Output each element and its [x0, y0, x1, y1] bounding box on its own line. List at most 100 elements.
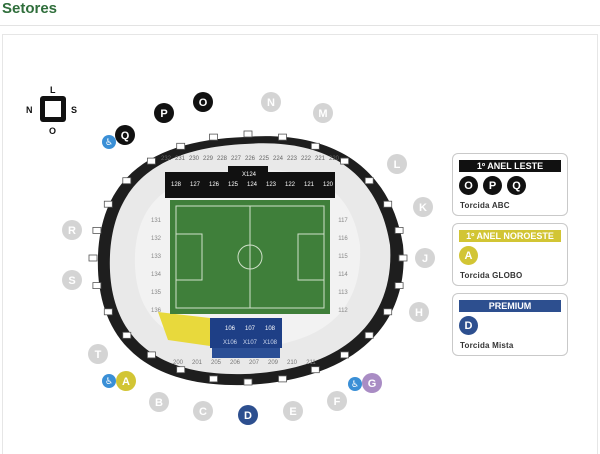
- section-label[interactable]: 121: [304, 182, 315, 188]
- section-label[interactable]: 225: [259, 156, 270, 162]
- gate-r-label: R: [68, 225, 76, 237]
- left-penalty-box: [175, 233, 203, 281]
- section-label[interactable]: 201: [192, 360, 203, 366]
- gate-p[interactable]: P: [154, 103, 174, 123]
- section-label[interactable]: 207: [249, 360, 260, 366]
- gate-d[interactable]: D: [238, 405, 258, 425]
- section-label[interactable]: 223: [287, 156, 298, 162]
- section-label[interactable]: 116: [338, 236, 348, 242]
- section-label[interactable]: 133: [151, 254, 162, 260]
- section-label[interactable]: 112: [338, 308, 348, 314]
- gate-f[interactable]: F: [327, 391, 347, 411]
- gate-marker: [176, 142, 186, 150]
- gate-m-label: M: [318, 108, 327, 120]
- gate-g[interactable]: G: [362, 373, 382, 393]
- section-label[interactable]: 128: [171, 182, 182, 188]
- title-divider: [0, 25, 600, 26]
- gate-marker: [398, 254, 408, 262]
- section-label[interactable]: 124: [247, 182, 258, 188]
- section-label[interactable]: 131: [151, 218, 162, 224]
- section-label[interactable]: 120: [323, 182, 334, 188]
- gate-f-label: F: [334, 396, 341, 408]
- section-label[interactable]: 227: [231, 156, 242, 162]
- gate-m[interactable]: M: [313, 103, 333, 123]
- section-label[interactable]: 113: [338, 290, 348, 296]
- section-label[interactable]: 126: [209, 182, 220, 188]
- map-frame: [2, 34, 598, 454]
- svg-text:♿: ♿: [351, 380, 359, 390]
- section-label[interactable]: 108: [265, 326, 276, 332]
- section-label[interactable]: 210: [287, 360, 298, 366]
- section-label[interactable]: 230: [189, 156, 200, 162]
- gate-marker: [146, 157, 156, 165]
- section-label[interactable]: 107: [245, 326, 256, 332]
- section-label[interactable]: 220: [329, 156, 340, 162]
- gate-marker: [278, 133, 287, 141]
- gate-marker: [103, 200, 113, 208]
- gate-c[interactable]: C: [193, 401, 213, 421]
- gate-s[interactable]: S: [62, 270, 82, 290]
- section-label[interactable]: 114: [338, 272, 348, 278]
- section-label[interactable]: 122: [285, 182, 296, 188]
- gate-marker: [103, 308, 113, 316]
- gate-badge: P: [483, 176, 502, 195]
- gate-k[interactable]: K: [413, 197, 433, 217]
- gate-h[interactable]: H: [409, 302, 429, 322]
- wheelchair-icon: ♿: [348, 377, 362, 391]
- highlight-gates: O P Q A D G: [115, 92, 382, 425]
- gate-marker: [243, 130, 253, 138]
- gate-letters: N M L K J H F E C B T S R: [62, 92, 435, 421]
- section-tag[interactable]: X107: [243, 340, 258, 346]
- gate-a[interactable]: A: [116, 371, 136, 391]
- gate-marker: [278, 375, 287, 383]
- section-label[interactable]: 209: [268, 360, 279, 366]
- section-label[interactable]: 228: [217, 156, 228, 162]
- gate-e[interactable]: E: [283, 401, 303, 421]
- gate-b[interactable]: B: [149, 392, 169, 412]
- gate-o[interactable]: O: [193, 92, 213, 112]
- section-label[interactable]: 106: [225, 326, 236, 332]
- section-label[interactable]: 229: [203, 156, 214, 162]
- section-tag[interactable]: X124: [242, 172, 257, 178]
- section-label[interactable]: 221: [315, 156, 326, 162]
- gate-q[interactable]: Q: [115, 125, 135, 145]
- gate-marker: [364, 177, 374, 185]
- compass-east: L: [50, 85, 56, 95]
- legend-card-subtitle: Torcida GLOBO: [460, 271, 523, 280]
- section-label[interactable]: 226: [245, 156, 256, 162]
- gate-marker: [310, 142, 320, 150]
- gate-g-label: G: [368, 378, 377, 390]
- section-label[interactable]: 205: [211, 360, 222, 366]
- gate-l[interactable]: L: [387, 154, 407, 174]
- gate-n[interactable]: N: [261, 92, 281, 112]
- section-label[interactable]: 224: [273, 156, 284, 162]
- section-label[interactable]: 134: [151, 272, 162, 278]
- gate-badge: O: [459, 176, 478, 195]
- gate-r[interactable]: R: [62, 220, 82, 240]
- section-label[interactable]: 206: [230, 360, 241, 366]
- legend-card-badges: A: [459, 246, 478, 266]
- section-tag[interactable]: X108: [263, 340, 278, 346]
- section-label[interactable]: 132: [151, 236, 162, 242]
- section-label[interactable]: 211: [306, 360, 316, 366]
- gate-t[interactable]: T: [88, 344, 108, 364]
- section-label[interactable]: 117: [338, 218, 348, 224]
- gate-marker: [394, 226, 404, 234]
- section-label[interactable]: 115: [338, 254, 348, 260]
- section-label[interactable]: 125: [228, 182, 239, 188]
- section-label[interactable]: 136: [151, 308, 162, 314]
- section-tag[interactable]: X106: [223, 340, 238, 346]
- section-label[interactable]: 232: [161, 156, 172, 162]
- section-label[interactable]: 222: [301, 156, 312, 162]
- section-label[interactable]: 200: [173, 360, 184, 366]
- section-label[interactable]: 231: [175, 156, 186, 162]
- gate-j[interactable]: J: [415, 248, 435, 268]
- section-label[interactable]: 135: [151, 290, 162, 296]
- top-dark-sections: [165, 166, 335, 198]
- gate-marker: [340, 351, 350, 359]
- section-label[interactable]: 127: [190, 182, 201, 188]
- section-label[interactable]: 123: [266, 182, 277, 188]
